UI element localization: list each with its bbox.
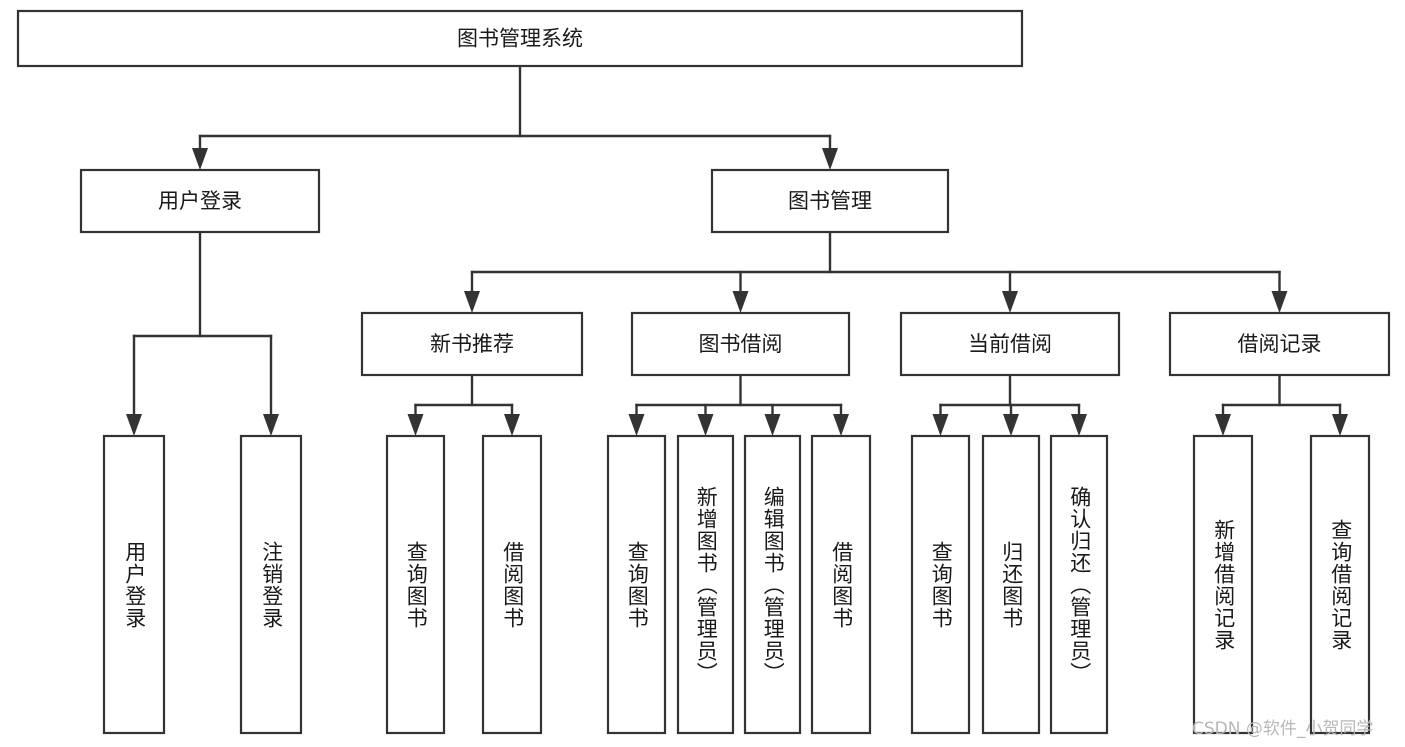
node-box-borrow-record[interactable] xyxy=(1168,311,1391,377)
node-label-book-manage: 图书管理 xyxy=(788,189,872,213)
node-box-current-borrow[interactable] xyxy=(899,311,1121,377)
connector-book-borrow-to-leaves xyxy=(628,373,849,436)
node-box-leaf-return-book[interactable] xyxy=(981,434,1041,735)
node-label-root: 图书管理系统 xyxy=(457,27,583,51)
node-label-book-borrow: 图书借阅 xyxy=(699,332,783,356)
node-label-current-borrow: 当前借阅 xyxy=(968,332,1052,356)
node-box-leaf-borrow-book[interactable] xyxy=(810,434,872,735)
node-box-leaf-logout-login[interactable] xyxy=(239,434,303,735)
node-label-new-book-recommend: 新书推荐 xyxy=(430,332,514,356)
node-box-leaf-query-book-borrow[interactable] xyxy=(606,434,667,735)
node-box-book-manage[interactable] xyxy=(710,168,950,234)
node-label-borrow-record: 借阅记录 xyxy=(1238,332,1322,356)
node-box-leaf-borrow-book-recommend[interactable] xyxy=(481,434,543,735)
connector-book-manage-to-level2 xyxy=(464,230,1288,313)
node-box-user-login[interactable] xyxy=(79,168,321,234)
node-box-book-borrow[interactable] xyxy=(630,311,851,377)
connector-current-borrow-to-leaves xyxy=(932,373,1087,436)
node-box-leaf-query-book-recommend[interactable] xyxy=(385,434,446,735)
connector-user-login-to-leaves xyxy=(126,230,279,436)
csdn-watermark: CSDN @软件_小贺同学 xyxy=(1192,719,1374,739)
node-box-leaf-query-book-current[interactable] xyxy=(910,434,971,735)
node-box-root[interactable] xyxy=(16,9,1024,68)
node-box-leaf-confirm-return[interactable] xyxy=(1049,434,1109,735)
node-box-leaf-add-book[interactable] xyxy=(676,434,735,735)
node-box-layer xyxy=(16,9,1391,735)
node-box-leaf-edit-book[interactable] xyxy=(743,434,802,735)
connector-root-to-level1 xyxy=(192,64,838,170)
node-box-leaf-user-login[interactable] xyxy=(102,434,166,735)
node-box-new-book-recommend[interactable] xyxy=(360,311,584,377)
node-box-leaf-add-borrow-record[interactable] xyxy=(1192,434,1254,735)
node-label-user-login: 用户登录 xyxy=(158,189,242,213)
connector-layer xyxy=(126,64,1348,436)
connector-new-book-recommend-to-leaves xyxy=(407,373,520,436)
node-box-leaf-query-borrow-record[interactable] xyxy=(1309,434,1371,735)
connector-borrow-record-to-leaves xyxy=(1215,373,1348,436)
